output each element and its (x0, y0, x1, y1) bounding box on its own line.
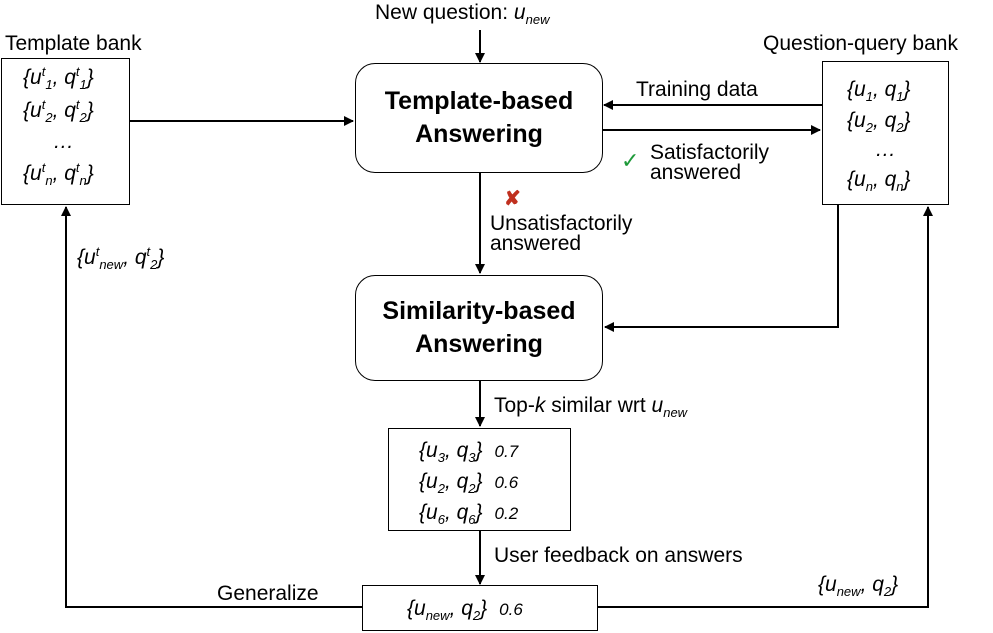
new-pair-label: {unew, q2} (818, 573, 899, 600)
qq-entry-ellipsis: … (875, 138, 896, 161)
template-entry: {ut2, qt2} (23, 97, 94, 126)
topk-row: {u2, q2}0.6 (419, 470, 519, 497)
arrow-add-to-qqbank (598, 206, 933, 608)
template-answering-line1: Template-based (384, 87, 574, 115)
topk-label: Top-k similar wrt unew (494, 394, 688, 421)
user-feedback-label: User feedback on answers (494, 544, 743, 567)
satisfactory-label-line2: answered (650, 161, 742, 184)
new-question-label: New question: unew (375, 1, 550, 28)
topk-row: {u6, q6}0.2 (419, 501, 519, 528)
template-answering-node: Template-based Answering (355, 63, 603, 173)
cross-mark-icon: ✘ (504, 188, 521, 210)
template-bank-box: {ut1, qt1} {ut2, qt2} … {utn, qtn} (1, 58, 130, 205)
similarity-answering-line2: Answering (415, 330, 543, 358)
qq-bank-box: {u1, q1} {u2, q2} … {un, qn} (822, 61, 949, 205)
template-answering-line2: Answering (415, 120, 543, 148)
qq-entry: {u1, q1} (847, 78, 911, 105)
unsatisfactory-label-line2: answered (490, 232, 582, 255)
qq-entry: {un, qn} (847, 168, 911, 195)
template-entry: {ut1, qt1} (23, 64, 94, 93)
unsatisfactory-label-line1: Unsatisfactorily (490, 212, 633, 235)
template-bank-title: Template bank (5, 32, 142, 55)
generalize-label: Generalize (217, 582, 319, 605)
template-entry: {utn, qtn} (23, 160, 94, 189)
check-mark-icon: ✓ (621, 148, 640, 173)
template-entry-ellipsis: … (53, 130, 74, 153)
topk-results-box: {u3, q3}0.7 {u2, q2}0.6 {u6, q6}0.2 (388, 428, 571, 531)
qq-entry: {u2, q2} (847, 109, 911, 136)
arrow-generalize (61, 206, 362, 608)
topk-row: {u3, q3}0.7 (419, 439, 519, 466)
selected-result-box: {unew, q2}0.6 (362, 585, 598, 631)
similarity-answering-node: Similarity-based Answering (355, 275, 603, 381)
generalized-template-label: {utnew, qt2} (77, 244, 165, 273)
arrow-qqbank-to-similarity (604, 205, 839, 332)
selected-row: {unew, q2}0.6 (407, 597, 523, 624)
satisfactory-label-line1: Satisfactorily (650, 141, 770, 164)
similarity-answering-line1: Similarity-based (382, 297, 576, 325)
training-data-label: Training data (636, 78, 758, 101)
qq-bank-title: Question-query bank (763, 32, 958, 55)
